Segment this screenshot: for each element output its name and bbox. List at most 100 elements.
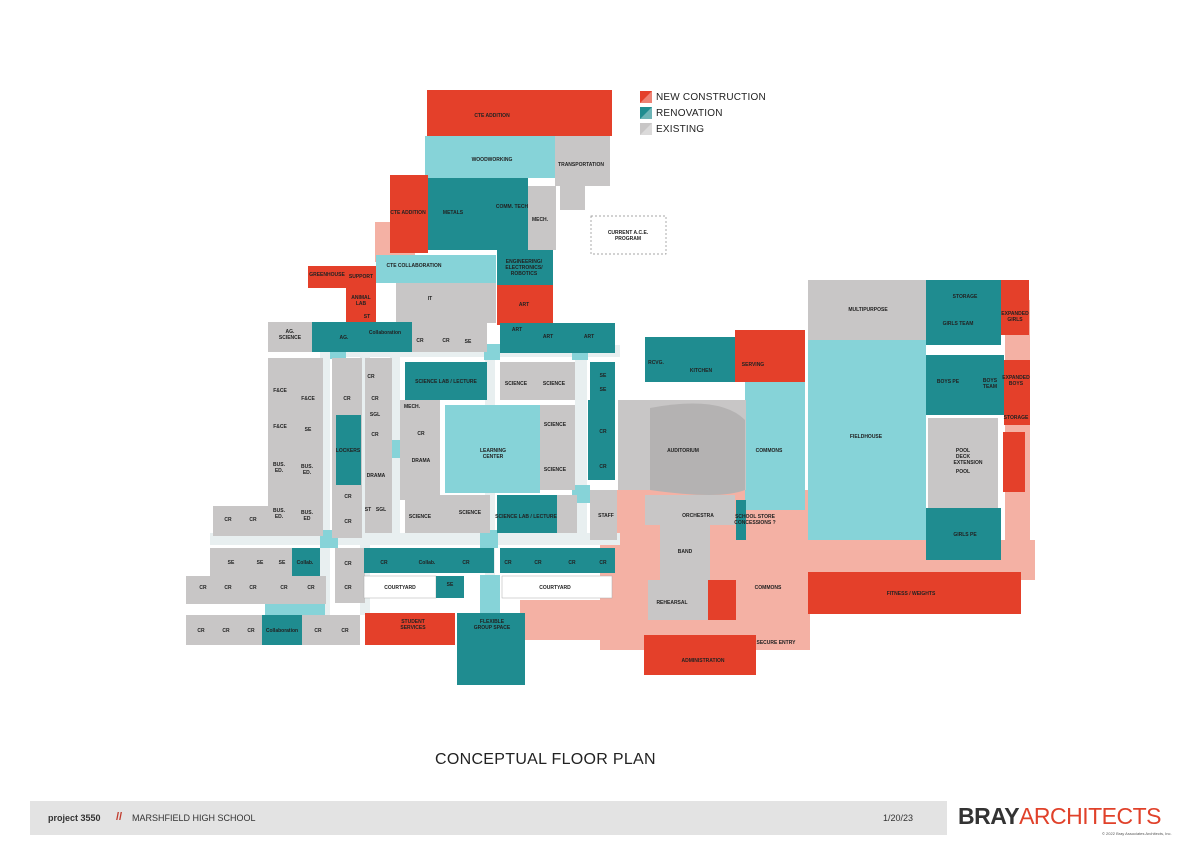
room-label: GIRLS PE	[953, 532, 977, 538]
room-label: TEAM	[983, 384, 997, 390]
room-label: STUDENT	[401, 619, 425, 625]
room-label: COMMONS	[755, 585, 782, 591]
room-label: SCIENCE	[459, 510, 482, 516]
room-label: F&CE	[273, 388, 287, 394]
room-label: SE	[257, 560, 264, 566]
room-label: CURRENT A.C.E.	[608, 230, 649, 236]
room-label: SCIENCE	[279, 335, 302, 341]
room-label: CR	[249, 585, 257, 591]
room-label: ROBOTICS	[511, 271, 538, 277]
room-label: SCIENCE	[543, 381, 566, 387]
room-label: CR	[224, 585, 232, 591]
room-label: SE	[305, 427, 312, 433]
room-label: CR	[307, 585, 315, 591]
room-label: SE	[279, 560, 286, 566]
food-commons	[645, 330, 806, 635]
room-label: AUDITORIUM	[667, 448, 699, 454]
room-label: MULTIPURPOSE	[848, 307, 888, 313]
room-label: CR	[249, 517, 257, 523]
room-label: SCIENCE	[505, 381, 528, 387]
room-label: METALS	[443, 210, 464, 216]
room-label: POOL	[956, 469, 970, 475]
room-label: ST	[364, 314, 370, 320]
room-label: Collab.	[297, 560, 314, 566]
legend-item-new-construction: NEW CONSTRUCTION	[640, 89, 766, 105]
room-label: SCIENCE	[409, 514, 432, 520]
room-label: CONCESSIONS ?	[734, 520, 775, 526]
room-label: ART	[584, 334, 594, 340]
room-label: PROGRAM	[615, 236, 641, 242]
room-label: GROUP SPACE	[474, 625, 511, 631]
room-label: EXPANDED	[1001, 311, 1029, 317]
room-label: CR	[314, 628, 322, 634]
center-south	[405, 455, 617, 540]
project-number: project 3550	[48, 813, 101, 823]
room-label: DRAMA	[412, 458, 431, 464]
room-label: CR	[247, 628, 255, 634]
room-label: CR	[224, 517, 232, 523]
room-label: SCHOOL STORE	[735, 514, 775, 520]
room-label: SCIENCE	[544, 422, 567, 428]
brand-part-1: BRAY	[958, 803, 1020, 829]
room-label: CENTER	[483, 454, 504, 460]
room-label: CTE ADDITION	[474, 113, 510, 119]
room-label: SGL	[376, 507, 386, 513]
room-label: CR	[416, 338, 424, 344]
room-labels: CTE ADDITION WOODWORKING TRANSPORTATION …	[197, 113, 1030, 664]
room-label: CR	[568, 560, 576, 566]
room-label: DRAMA	[367, 473, 386, 479]
room-label: LEARNING	[480, 448, 506, 454]
legend-item-renovation: RENOVATION	[640, 105, 766, 121]
room-label: GIRLS	[1007, 317, 1023, 323]
legend-swatch	[640, 123, 652, 135]
brand-logo: BRAYARCHITECTS	[958, 803, 1162, 830]
room-label: ENGINEERING/	[506, 259, 543, 265]
room-label: SERVICES	[400, 625, 426, 631]
room-label: MECH.	[404, 404, 421, 410]
room-label: CR	[344, 519, 352, 525]
room-label: CTE COLLABORATION	[387, 263, 442, 269]
room-label: GIRLS TEAM	[943, 321, 974, 327]
room-label: SE	[447, 582, 454, 588]
room-label: SGL	[370, 412, 380, 418]
room-label: COURTYARD	[384, 585, 416, 591]
room-label: SCIENCE LAB / LECTURE	[415, 379, 477, 385]
brand-part-2: ARCHITECTS	[1019, 803, 1162, 829]
room-label: CR	[534, 560, 542, 566]
room-label: BAND	[678, 549, 693, 555]
room-label: SE	[600, 373, 607, 379]
room-label: BOYS PE	[937, 379, 960, 385]
room-label: MECH.	[532, 217, 549, 223]
room-label: AG.	[286, 329, 296, 335]
room-label: CR	[222, 628, 230, 634]
room-label: F&CE	[301, 396, 315, 402]
room-label: CR	[504, 560, 512, 566]
room-label: SCIENCE LAB / LECTURE	[495, 514, 557, 520]
athletics-wing	[808, 280, 1030, 614]
west-wing	[186, 358, 615, 685]
room-label: F&CE	[273, 424, 287, 430]
legend-item-existing: EXISTING	[640, 121, 766, 137]
room-label: SUPPORT	[349, 274, 373, 280]
room-label: ADMINISTRATION	[682, 658, 725, 664]
school-name: MARSHFIELD HIGH SCHOOL	[132, 813, 256, 823]
room-label: FITNESS / WEIGHTS	[887, 591, 936, 597]
room-label: CR	[343, 396, 351, 402]
room-label: SCIENCE	[544, 467, 567, 473]
room-label: COURTYARD	[539, 585, 571, 591]
room-label: SERVING	[742, 362, 765, 368]
room-label: CR	[599, 560, 607, 566]
room-label: WOODWORKING	[472, 157, 513, 163]
room-label: BUS.	[301, 510, 314, 516]
room-label: POOL	[956, 448, 970, 454]
room-label: AG.	[340, 335, 350, 341]
room-label: EXTENSION	[954, 460, 983, 466]
room-label: CR	[344, 561, 352, 567]
footer-date: 1/20/23	[883, 813, 914, 823]
legend: NEW CONSTRUCTION RENOVATION EXISTING	[640, 89, 766, 137]
room-label: CTE ADDITION	[390, 210, 426, 216]
room-label: CR	[599, 464, 607, 470]
room-label: Collaboration	[266, 628, 298, 634]
room-label: CR	[599, 429, 607, 435]
